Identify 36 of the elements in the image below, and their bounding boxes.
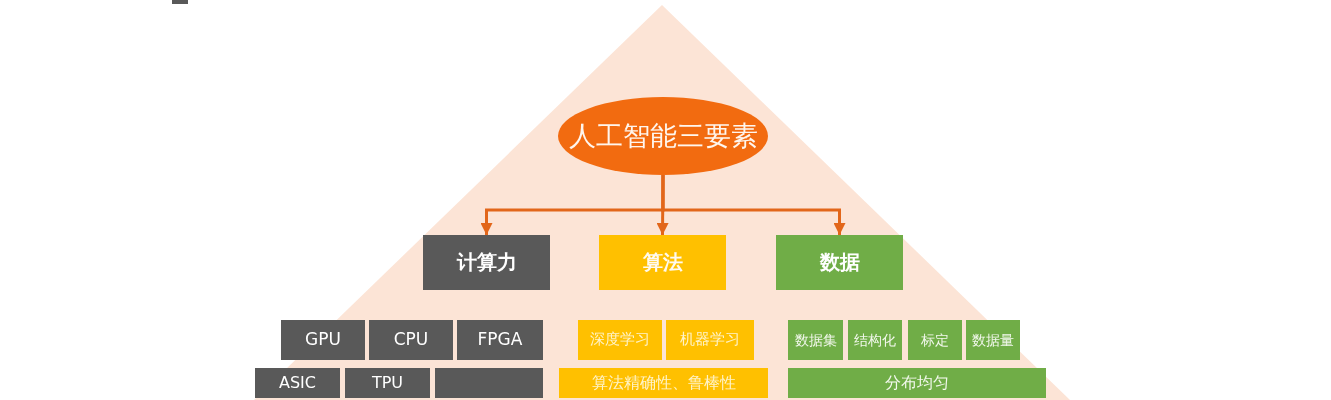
item-label: ASIC <box>279 373 316 393</box>
item-box <box>345 368 430 398</box>
item-box <box>966 320 1020 360</box>
item-box <box>369 320 453 360</box>
item-box <box>578 320 662 360</box>
item-box <box>908 320 962 360</box>
item-label: 分布均匀 <box>885 373 949 393</box>
item-box <box>848 320 902 360</box>
item-label: 数据量 <box>972 331 1014 349</box>
arrow <box>656 175 669 235</box>
item-label: TPU <box>371 373 404 393</box>
category-label: 计算力 <box>456 251 517 274</box>
category-box <box>423 235 550 290</box>
item-box <box>666 320 754 360</box>
arrow <box>661 175 846 235</box>
item-label: FPGA <box>477 330 523 350</box>
item-box <box>255 368 340 398</box>
item-box <box>788 368 1046 398</box>
item-label: GPU <box>305 330 341 350</box>
item-label: 机器学习 <box>680 331 740 349</box>
item-box <box>457 320 543 360</box>
category-label: 数据 <box>819 251 860 274</box>
ellipse-label: 人工智能三要素 <box>568 120 758 152</box>
item-box <box>435 368 543 398</box>
category-label: 算法 <box>642 251 683 274</box>
item-box <box>281 320 365 360</box>
item-label: 标定 <box>921 331 949 349</box>
item-label: 数据集 <box>794 331 837 349</box>
item-label: 深度学习 <box>590 331 650 349</box>
category-box <box>599 235 726 290</box>
category-box <box>776 235 903 290</box>
item-label: 结构化 <box>854 331 896 349</box>
item-label: CPU <box>393 330 429 350</box>
item-label: 算法精确性、鲁棒性 <box>591 373 736 393</box>
item-box <box>559 368 768 398</box>
item-box <box>788 320 843 360</box>
